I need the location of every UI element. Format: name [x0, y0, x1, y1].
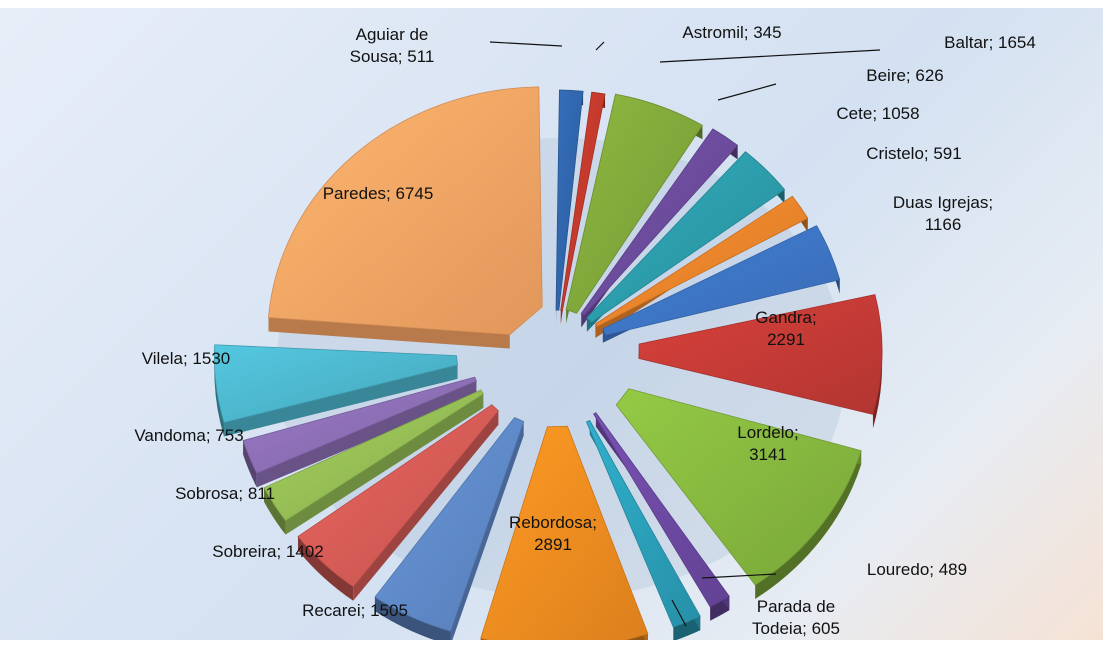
pie-slice-10 [585, 419, 701, 628]
data-label-7: Gandra;2291 [755, 308, 816, 349]
leader-line-9 [701, 573, 777, 579]
pie-slice-edge-12 [450, 421, 524, 646]
pie-slice-6 [602, 225, 841, 336]
pie-slice-side-12 [374, 597, 451, 646]
pie-slice-3 [580, 128, 739, 317]
pie-tops [213, 86, 883, 649]
pie-slice-16 [213, 344, 458, 423]
data-label-3: Beire; 626 [866, 66, 944, 85]
pie-slice-side-10 [673, 616, 701, 642]
data-label-11: Rebordosa;2891 [509, 513, 597, 554]
pie-slice-17 [268, 86, 543, 335]
leader-line-2 [659, 49, 881, 63]
data-label-2: Baltar; 1654 [944, 33, 1036, 52]
pie-slice-7 [638, 294, 883, 415]
pie-slice-edge-16 [223, 364, 458, 437]
pie-slice-4 [586, 151, 786, 323]
data-label-12: Recarei; 1505 [302, 601, 408, 620]
pie-slice-side-16 [214, 344, 224, 437]
data-label-5: Cristelo; 591 [866, 144, 961, 163]
pie-slice-side-8 [755, 450, 862, 599]
data-label-16: Vilela; 1530 [142, 349, 231, 368]
leader-line-10 [671, 599, 687, 627]
data-label-9: Louredo; 489 [867, 560, 967, 579]
pie-slice-edge-13 [353, 410, 499, 601]
data-label-14: Sobrosa; 811 [175, 484, 275, 503]
data-label-15: Vandoma; 753 [134, 426, 243, 445]
pie-slice-side-13 [297, 536, 354, 601]
pie-slice-side-14 [264, 487, 286, 535]
data-label-13: Sobreira; 1402 [212, 542, 324, 561]
pie-slice-edge-14 [285, 393, 484, 535]
pie-slice-8 [615, 388, 862, 586]
data-label-1: Astromil; 345 [682, 23, 781, 42]
pie-slice-15 [242, 376, 477, 474]
leader-line-0 [489, 41, 563, 47]
data-label-8: Lordelo;3141 [737, 423, 798, 464]
leader-line-1 [595, 41, 605, 51]
pie-slice-edge-15 [256, 381, 477, 488]
pie-slice-0 [555, 89, 584, 311]
pie-slice-12 [374, 416, 525, 632]
pie-slice-14 [263, 389, 484, 522]
pie-slice-side-15 [243, 440, 257, 488]
pie-slice-1 [560, 91, 606, 312]
data-label-4: Cete; 1058 [836, 104, 919, 123]
pie-slice-13 [297, 404, 499, 588]
pie-slice-5 [594, 195, 809, 328]
data-label-17: Paredes; 6745 [323, 184, 434, 203]
pie-slice-2 [565, 93, 704, 314]
pie-slice-9 [593, 412, 730, 608]
pie-slice-edge-17 [268, 317, 510, 349]
leader-line-3 [717, 83, 777, 101]
data-label-6: Duas Igrejas;1166 [893, 193, 993, 234]
